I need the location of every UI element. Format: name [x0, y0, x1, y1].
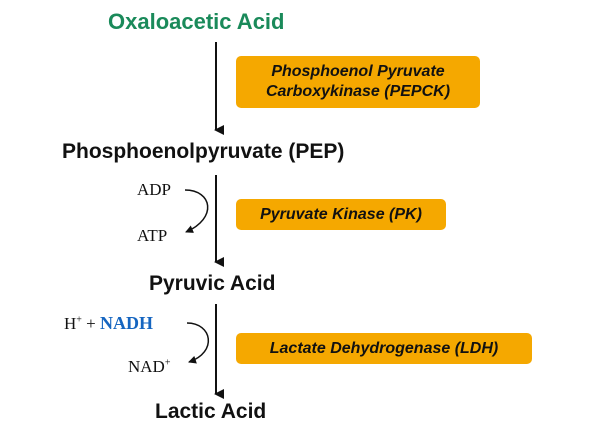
pepck-line2: Carboxykinase (PEPCK)	[265, 83, 451, 100]
pk-enzyme-box: Pyruvate Kinase (PK)	[236, 199, 446, 230]
adp-label: ADP	[137, 180, 172, 199]
ldh-enzyme-box: Lactate Dehydrogenase (LDH)	[236, 333, 532, 364]
nadh-label: NADH	[100, 313, 154, 333]
arrow-nadh-to-nad	[186, 322, 209, 364]
pep-label: Phosphoenolpyruvate (PEP)	[62, 140, 345, 163]
h-charge: +	[76, 314, 82, 326]
h-ion: H	[64, 314, 77, 333]
arrow-adp-to-atp	[184, 189, 209, 233]
h-plus-nadh-label: H+ + NADH	[64, 313, 153, 334]
pepck-line1: Phosphoenol Pyruvate	[271, 63, 445, 80]
oxaloacetic-acid-label: Oxaloacetic Acid	[108, 9, 285, 34]
lactic-acid-label: Lactic Acid	[155, 400, 267, 423]
nad-charge: +	[164, 357, 171, 369]
nad-plus-label: NAD+	[128, 357, 170, 377]
atp-label: ATP	[137, 226, 168, 245]
pepck-enzyme-box: Phosphoenol Pyruvate Carboxykinase (PEPC…	[236, 56, 480, 108]
nad-label: NAD	[128, 357, 165, 376]
pyruvic-acid-label: Pyruvic Acid	[149, 272, 276, 295]
plus-sign: +	[81, 314, 101, 333]
